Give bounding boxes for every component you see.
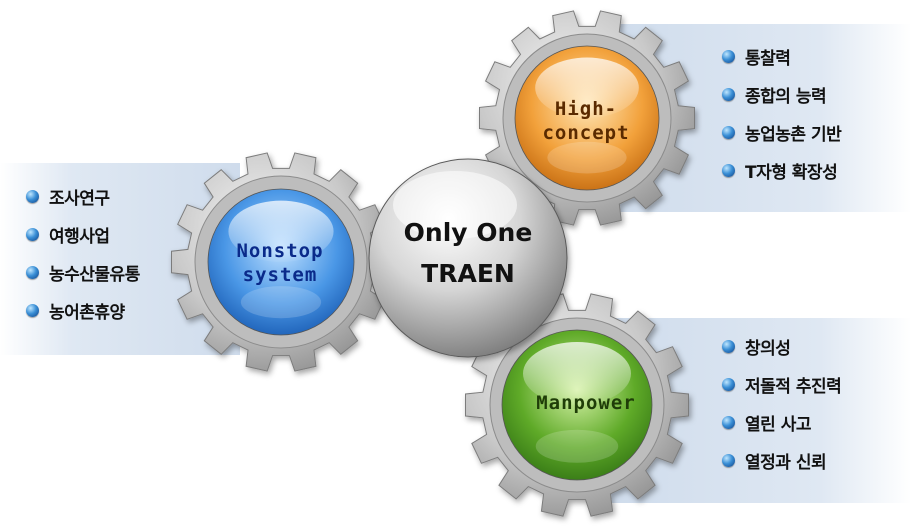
list-item: 농어촌휴양 <box>26 291 140 329</box>
bullet-icon <box>722 453 735 467</box>
gear-top-label: High- concept <box>506 98 666 146</box>
bullet-icon <box>722 415 735 429</box>
bullet-icon <box>722 87 735 101</box>
bottom-item-list: 창의성 저돌적 추진력 열린 사고 열정과 신뢰 <box>722 327 842 479</box>
gear-top-line1: High- <box>554 98 618 120</box>
bullet-icon <box>722 339 735 353</box>
list-item-label: 조사연구 <box>49 188 110 209</box>
bullet-icon <box>722 125 735 139</box>
bottom-gear-highlight <box>523 342 631 405</box>
list-item-label: 여행사업 <box>49 226 110 247</box>
bullet-icon <box>26 189 39 203</box>
list-item: 통찰력 <box>722 37 841 75</box>
list-item: 종합의 능력 <box>722 75 841 113</box>
left-gear-reflection <box>240 286 322 319</box>
bottom-gear-reflection <box>535 429 619 463</box>
center-line1: Only One <box>403 218 533 247</box>
center-sphere-highlight <box>393 171 517 239</box>
list-item: 조사연구 <box>26 177 140 215</box>
top-gear-highlight <box>535 57 639 118</box>
bullet-icon <box>722 163 735 177</box>
list-item-label: 농수산물유통 <box>49 264 140 285</box>
list-item-label: 열린 사고 <box>745 414 811 435</box>
bullet-icon <box>26 303 39 317</box>
list-item-label: T자형 확장성 <box>745 162 838 183</box>
bullet-icon <box>722 377 735 391</box>
bullet-icon <box>26 265 39 279</box>
gear-bottom-line1: Manpower <box>536 392 636 414</box>
gear-bottom-label: Manpower <box>506 392 666 416</box>
list-item-label: 통찰력 <box>745 48 791 69</box>
list-item-label: 열정과 신뢰 <box>745 452 827 473</box>
center-line2: TRAEN <box>421 259 515 289</box>
bullet-icon <box>722 49 735 63</box>
list-item-label: 농어촌휴양 <box>49 302 125 323</box>
left-gear-highlight <box>228 200 334 262</box>
list-item: T자형 확장성 <box>722 151 841 189</box>
list-item: 저돌적 추진력 <box>722 365 842 403</box>
list-item: 농수산물유통 <box>26 253 140 291</box>
list-item-label: 농업농촌 기반 <box>745 124 842 145</box>
list-item: 창의성 <box>722 327 841 365</box>
top-gear-reflection <box>547 141 627 174</box>
list-item-label: 종합의 능력 <box>745 86 827 107</box>
bullet-icon <box>26 227 39 241</box>
list-item: 여행사업 <box>26 215 140 253</box>
gear-left-label: Nonstop system <box>200 240 360 288</box>
center-label: Only One TRAEN <box>378 212 558 295</box>
left-item-list: 조사연구 여행사업 농수산물유통 농어촌휴양 <box>26 177 140 329</box>
list-item: 열린 사고 <box>722 403 841 441</box>
list-item: 열정과 신뢰 <box>722 441 841 479</box>
list-item: 농업농촌 기반 <box>722 113 842 151</box>
gear-left-line2: system <box>242 263 318 286</box>
top-item-list: 통찰력 종합의 능력 농업농촌 기반 T자형 확장성 <box>722 37 842 189</box>
list-item-label: 창의성 <box>745 338 791 359</box>
list-item-label: 저돌적 추진력 <box>745 376 842 397</box>
gear-top-line2: concept <box>542 121 630 144</box>
gear-left-line1: Nonstop <box>236 240 324 262</box>
